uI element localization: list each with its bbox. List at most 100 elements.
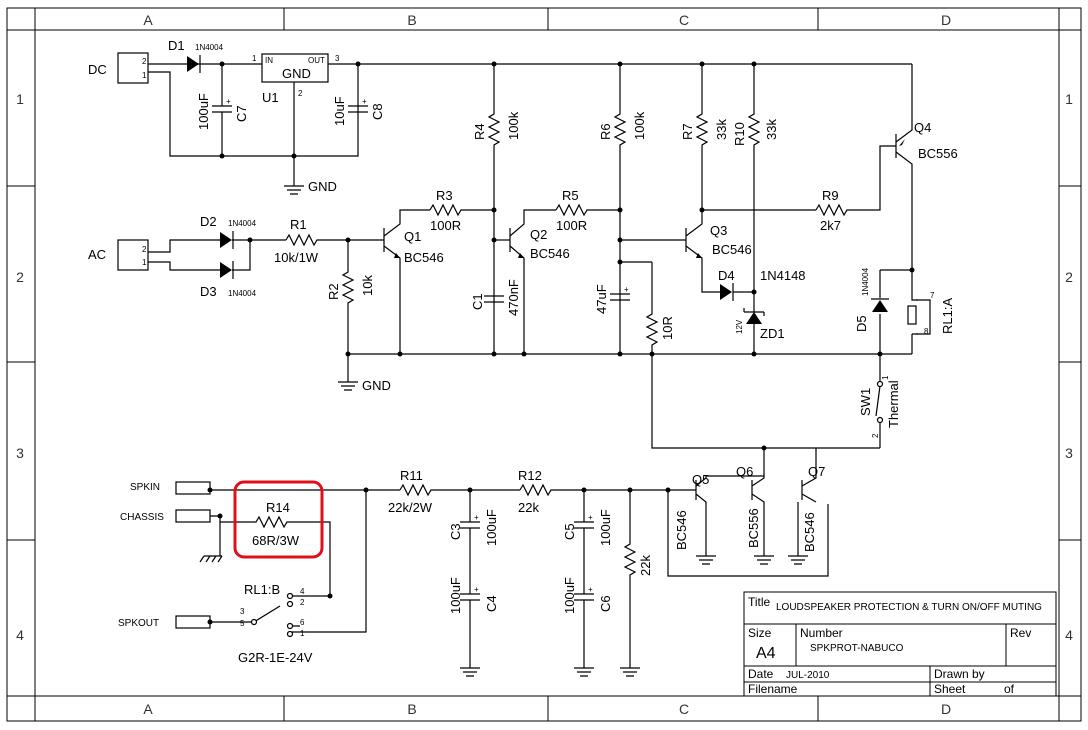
r9-resistor [815,145,896,217]
svg-text:100k: 100k [632,111,647,140]
svg-text:+: + [474,513,479,522]
zone-col-b-bottom: B [407,701,416,717]
svg-text:33k: 33k [764,119,779,140]
svg-text:Sheet: Sheet [934,682,966,696]
svg-text:2: 2 [142,57,147,66]
svg-text:6: 6 [300,618,305,627]
svg-text:D2: D2 [200,214,217,229]
zone-col-b: B [407,12,416,28]
q1-transistor [383,209,430,354]
svg-text:SPKOUT: SPKOUT [118,618,159,629]
r7-resistor [695,64,709,210]
q7-transistor [788,448,817,565]
svg-text:Size: Size [748,626,772,640]
svg-text:Q2: Q2 [530,227,547,242]
zone-row-3-right: 3 [1065,445,1073,461]
svg-text:C3: C3 [448,523,463,540]
q2-transistor [509,209,556,354]
svg-text:C6: C6 [598,595,613,612]
svg-text:7: 7 [930,291,935,300]
svg-text:10R: 10R [660,316,675,340]
svg-text:BC546: BC546 [530,246,570,261]
svg-text:C4: C4 [484,595,499,612]
svg-text:BC546: BC546 [674,510,689,550]
d2-diode [220,231,234,249]
drawing-title: LOUDSPEAKER PROTECTION & TURN ON/OFF MUT… [776,602,1042,613]
svg-text:RL1:A: RL1:A [940,298,955,334]
svg-text:1: 1 [881,375,890,380]
svg-text:R9: R9 [822,188,839,203]
svg-text:8: 8 [924,327,929,336]
svg-text:1N4004: 1N4004 [228,289,257,298]
svg-text:22k: 22k [518,500,539,515]
svg-text:Q3: Q3 [710,223,727,238]
ac-connector [117,239,149,271]
svg-text:100R: 100R [430,218,461,233]
svg-text:AC: AC [88,247,106,262]
svg-text:22k/2W: 22k/2W [388,500,433,515]
d1-diode [187,55,201,73]
svg-text:Thermal: Thermal [886,380,901,428]
svg-text:R14: R14 [266,500,290,515]
svg-text:Rev: Rev [1010,626,1031,640]
svg-text:+: + [624,285,629,294]
rl1a-coil [907,305,917,325]
zone-row-3: 3 [16,445,24,461]
svg-text:R5: R5 [562,188,579,203]
svg-text:G2R-1E-24V: G2R-1E-24V [238,650,313,665]
r-10r-resistor [645,262,880,449]
drawing-date: JUL-2010 [786,670,830,681]
svg-text:D4: D4 [718,268,735,283]
spkin-jack [175,481,211,495]
svg-text:1N4004: 1N4004 [228,219,257,228]
svg-text:10k: 10k [360,275,375,296]
svg-text:SPKIN: SPKIN [130,482,160,493]
zone-col-d-bottom: D [941,701,951,717]
svg-text:BC556: BC556 [918,146,958,161]
r14-highlight-box [233,480,324,559]
svg-text:100uF: 100uF [562,577,577,614]
sheet-frame [6,7,1082,722]
svg-text:BC556: BC556 [746,508,761,548]
spkout-jack [175,615,211,629]
svg-text:BC546: BC546 [404,250,444,265]
svg-text:+: + [588,585,593,594]
zone-col-c: C [679,12,689,28]
svg-text:R6: R6 [598,123,613,140]
svg-text:1: 1 [252,54,257,63]
title-label: Title [748,595,771,609]
svg-text:100uF: 100uF [484,509,499,546]
r1-resistor [285,233,348,247]
ac-sense-section: AC 2 1 D2 1N4004 D3 1N4004 R1 10k/1W R2 … [88,61,912,393]
svg-text:+: + [588,513,593,522]
svg-text:ZD1: ZD1 [760,326,785,341]
svg-text:Date: Date [748,667,774,681]
svg-text:R7: R7 [680,123,695,140]
r6-resistor [613,64,627,354]
svg-text:U1: U1 [262,90,279,105]
svg-text:RL1:B: RL1:B [244,582,280,597]
q4-transistor [895,64,913,270]
svg-text:12V: 12V [735,319,744,334]
svg-text:Q5: Q5 [692,472,709,487]
svg-text:47uF: 47uF [594,284,609,314]
svg-text:R3: R3 [436,188,453,203]
svg-text:C5: C5 [562,523,577,540]
svg-text:BC546: BC546 [712,242,752,257]
title-block: Title LOUDSPEAKER PROTECTION & TURN ON/O… [743,591,1057,697]
svg-text:2: 2 [142,245,147,254]
chassis-jack [175,509,211,523]
svg-text:R12: R12 [518,468,542,483]
zone-col-a: A [143,12,153,28]
svg-text:GND: GND [282,66,311,81]
svg-text:10k/1W: 10k/1W [274,250,319,265]
r11-resistor [399,483,520,497]
svg-text:1: 1 [142,258,147,267]
svg-text:IN: IN [265,56,273,65]
svg-text:+: + [474,585,479,594]
svg-text:BC546: BC546 [802,512,817,552]
power-supply-section: DC 2 1 D1 1N4004 + 100uF C7 IN OUT GND 1… [88,38,912,195]
r2-resistor [341,240,355,354]
svg-text:D5: D5 [854,315,869,332]
svg-text:GND: GND [362,378,391,393]
